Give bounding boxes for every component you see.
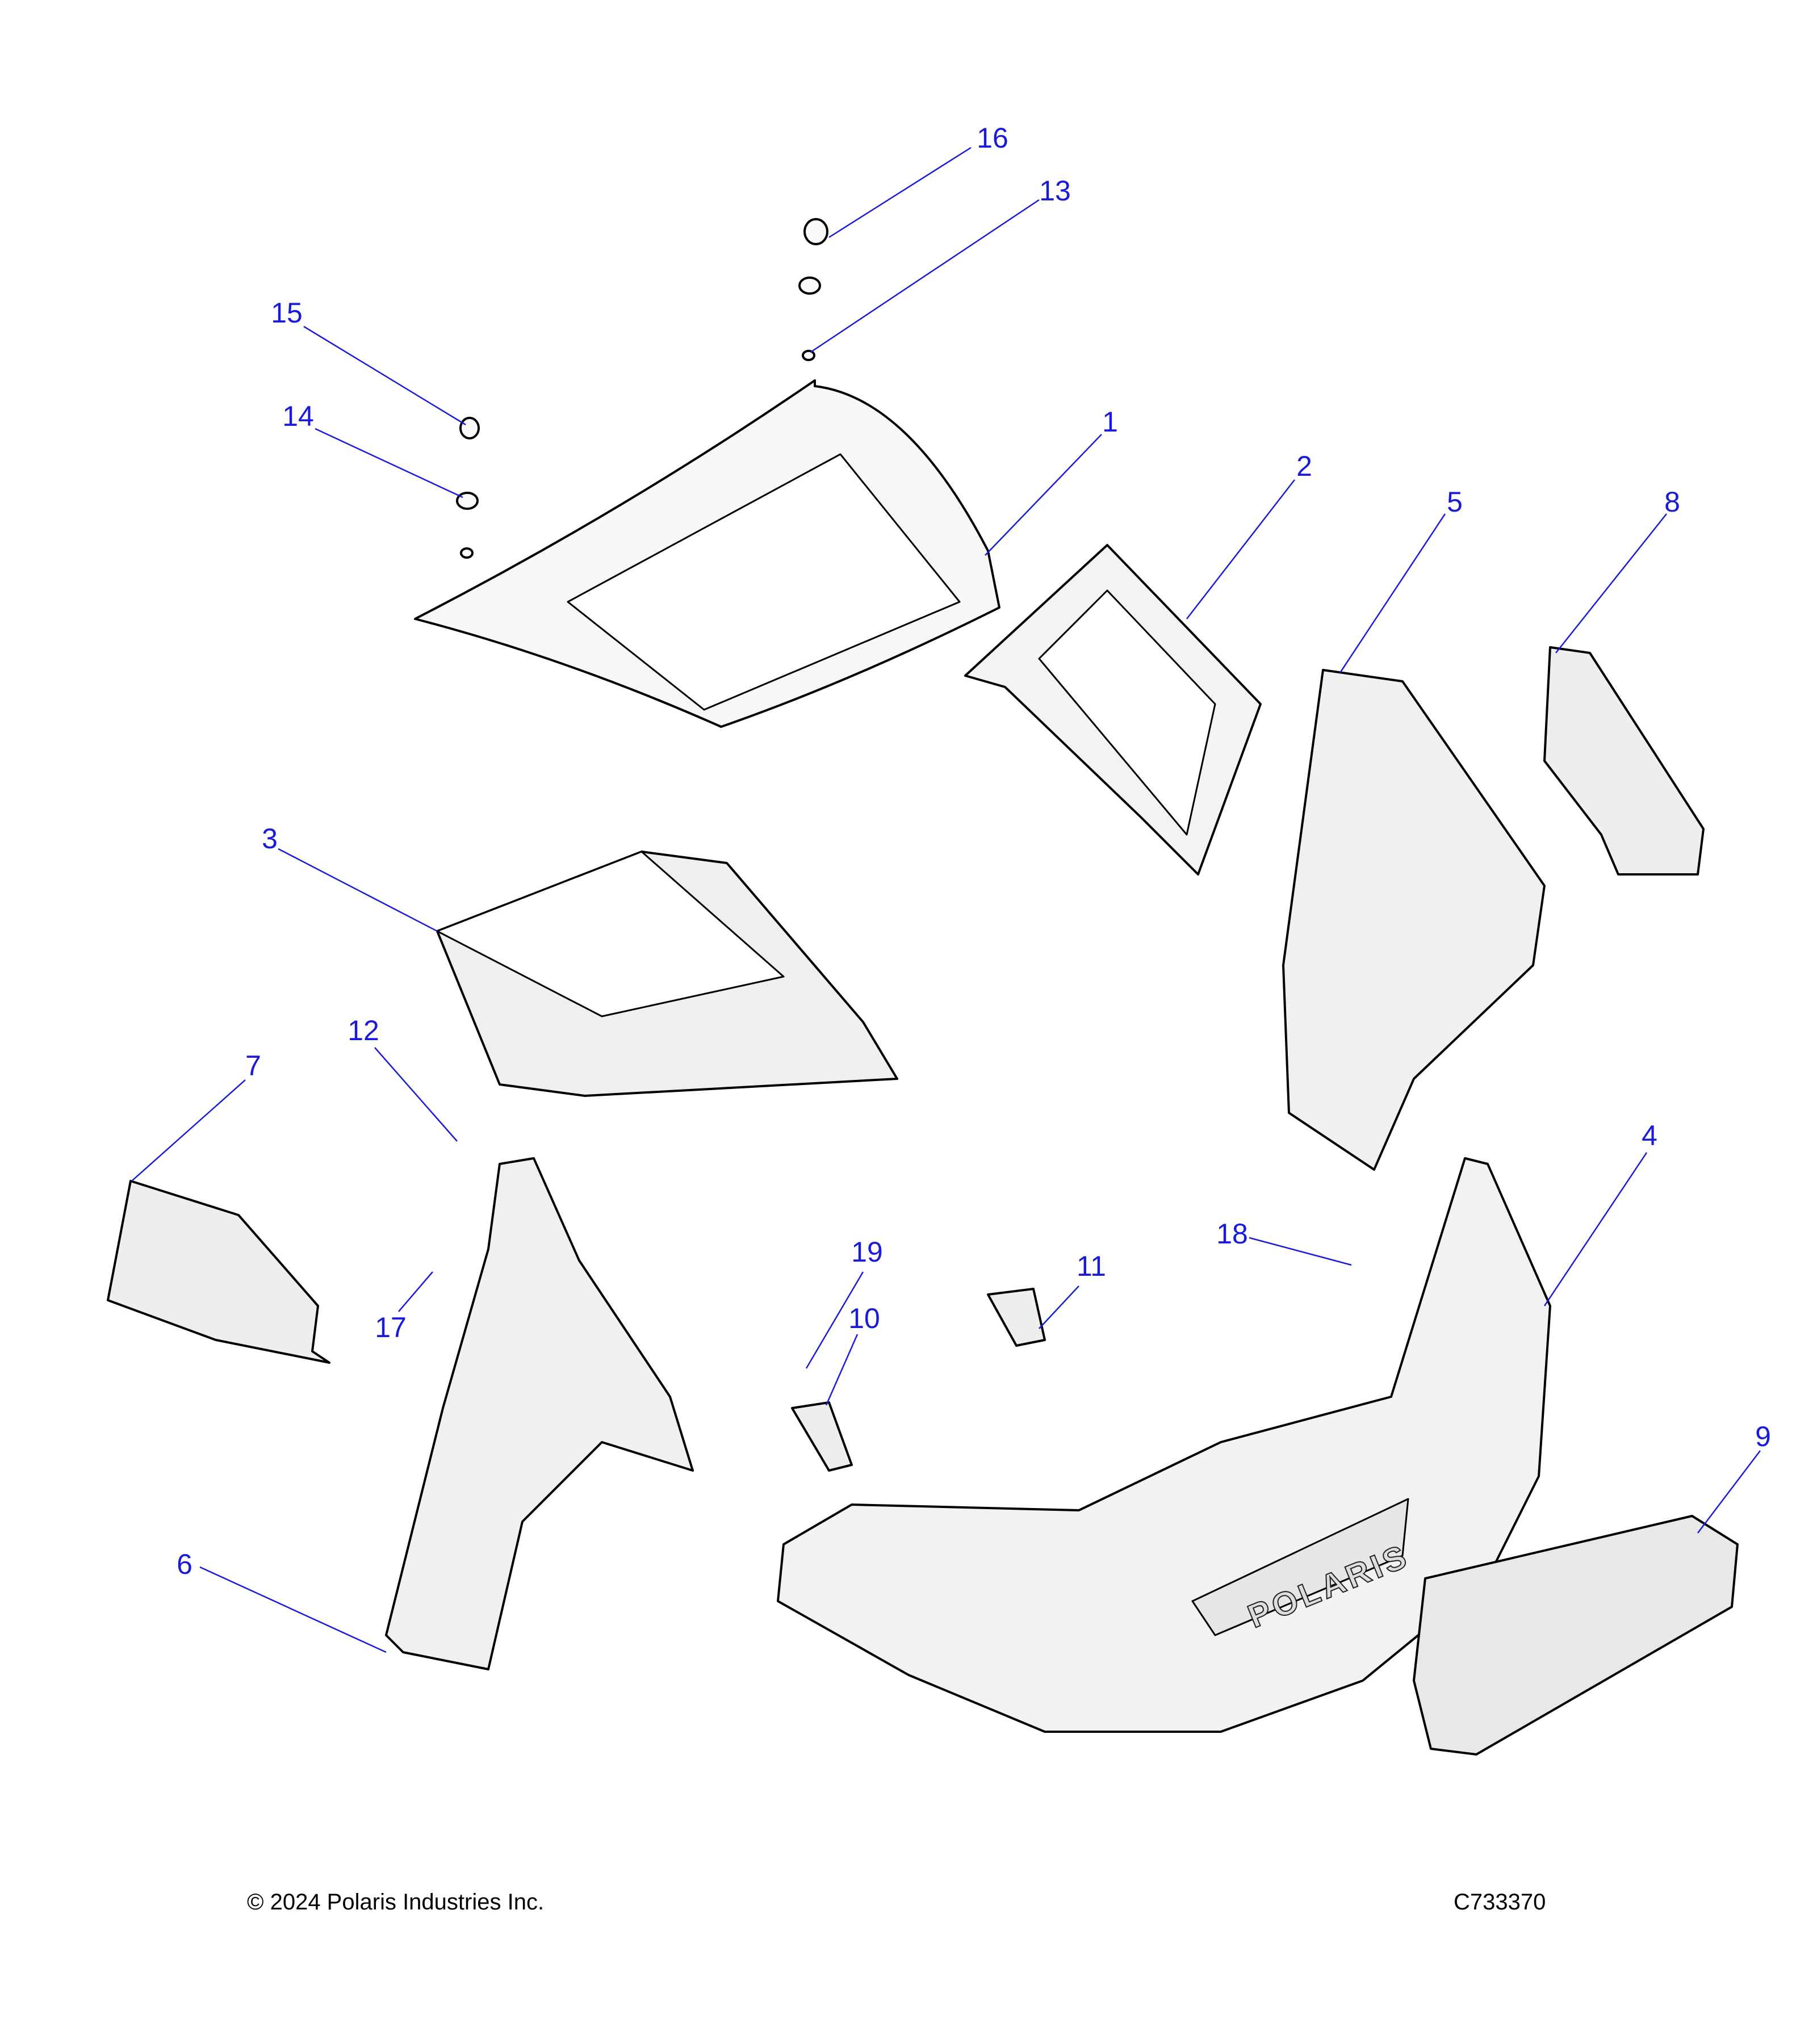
leader-12	[374, 1047, 458, 1142]
leader-6	[199, 1566, 387, 1653]
callout-18[interactable]: 18	[1216, 1218, 1248, 1250]
callout-8[interactable]: 8	[1664, 486, 1680, 518]
leader-lines	[131, 146, 1761, 1653]
part-fender-support-right	[1282, 669, 1546, 1171]
part-inner-panel-left	[107, 1180, 330, 1364]
leader-4	[1543, 1152, 1648, 1306]
callout-2[interactable]: 2	[1296, 450, 1312, 482]
leader-5	[1339, 513, 1446, 673]
leader-10	[825, 1334, 859, 1406]
callout-7[interactable]: 7	[245, 1050, 261, 1082]
part-bumper	[777, 1157, 1551, 1733]
callout-3[interactable]: 3	[262, 823, 278, 855]
leader-15	[303, 325, 466, 426]
part-fender-support-left	[385, 1157, 694, 1670]
part-washer-13	[802, 350, 815, 361]
callout-13[interactable]: 13	[1039, 175, 1071, 207]
leader-8	[1555, 513, 1667, 654]
part-washer-14	[460, 547, 474, 559]
leader-3	[278, 848, 438, 932]
part-grille	[1413, 1515, 1739, 1756]
callout-15[interactable]: 15	[271, 297, 303, 329]
part-grommet-16	[798, 277, 821, 295]
callout-1[interactable]: 1	[1102, 406, 1118, 438]
leader-16	[828, 146, 972, 238]
leader-19	[805, 1271, 864, 1369]
callout-5[interactable]: 5	[1447, 486, 1463, 518]
part-inner-panel-right	[1543, 646, 1705, 876]
callout-12[interactable]: 12	[348, 1015, 379, 1046]
leader-17	[398, 1271, 433, 1312]
callout-14[interactable]: 14	[282, 400, 314, 432]
callout-19[interactable]: 19	[851, 1236, 883, 1268]
leader-18	[1249, 1237, 1352, 1266]
callout-10[interactable]: 10	[848, 1302, 880, 1334]
part-bracket-11	[987, 1288, 1046, 1347]
part-grommet-14	[456, 492, 479, 510]
figure-id: C733370	[1454, 1890, 1546, 1915]
part-latch-15	[459, 417, 480, 439]
leader-9	[1697, 1450, 1761, 1534]
callout-6[interactable]: 6	[177, 1548, 192, 1580]
callout-4[interactable]: 4	[1642, 1120, 1657, 1151]
callout-11[interactable]: 11	[1077, 1250, 1106, 1282]
copyright-text: © 2024 Polaris Industries Inc.	[247, 1890, 545, 1915]
callout-9[interactable]: 9	[1755, 1421, 1771, 1452]
leader-13	[810, 199, 1040, 353]
leader-2	[1186, 479, 1295, 619]
leader-14	[315, 428, 463, 499]
leader-11	[1039, 1285, 1079, 1329]
part-latch-16	[803, 218, 828, 245]
leader-1	[985, 434, 1102, 556]
callout-16[interactable]: 16	[977, 122, 1008, 154]
leader-7	[131, 1079, 246, 1182]
part-bracket-10	[791, 1401, 853, 1472]
callout-17[interactable]: 17	[375, 1312, 407, 1343]
